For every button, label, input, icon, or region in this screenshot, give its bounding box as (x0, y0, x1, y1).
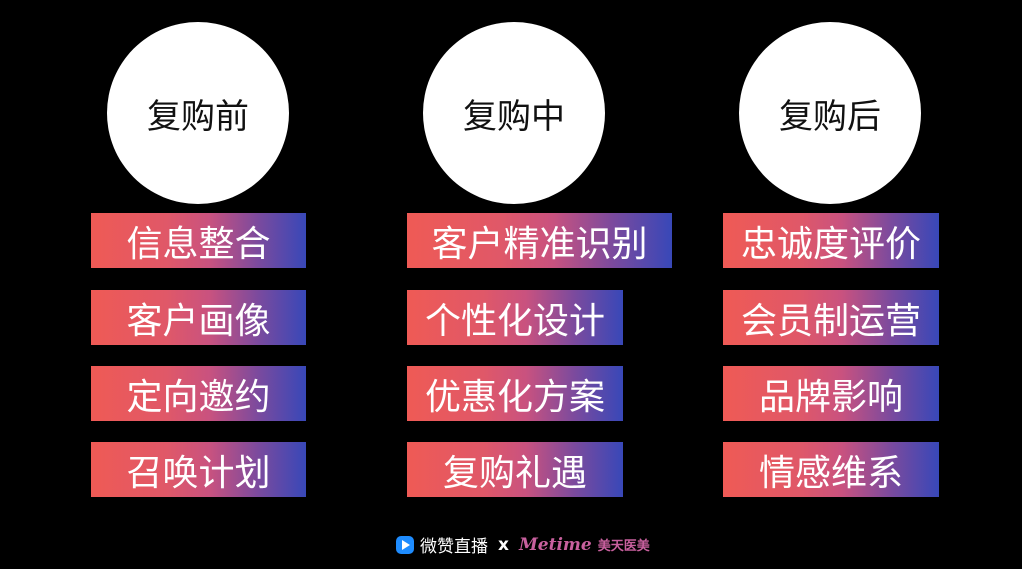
stage-circle-after: 复购后 (739, 22, 921, 204)
tag-item: 复购礼遇 (407, 442, 623, 497)
stage-circle-before: 复购前 (107, 22, 289, 204)
footer-logos: 微赞直播 x Metime 美天医美 (396, 532, 650, 557)
tag-item: 定向邀约 (91, 366, 306, 421)
brand-metime: Metime (518, 534, 592, 555)
brand-metime-cn: 美天医美 (597, 539, 650, 554)
tag-item: 情感维系 (723, 442, 939, 497)
tag-item: 信息整合 (91, 213, 306, 268)
separator: x (498, 534, 509, 555)
tag-item: 客户画像 (91, 290, 306, 345)
stage-circle-during: 复购中 (423, 22, 605, 204)
tag-item: 优惠化方案 (407, 366, 623, 421)
tag-item: 品牌影响 (723, 366, 939, 421)
tag-item: 个性化设计 (407, 290, 623, 345)
tag-item: 忠诚度评价 (723, 213, 939, 268)
play-logo-icon (396, 535, 414, 554)
brand-weizan: 微赞直播 (420, 537, 488, 557)
tag-item: 召唤计划 (91, 442, 306, 497)
tag-item: 客户精准识别 (407, 213, 672, 268)
tag-item: 会员制运营 (723, 290, 939, 345)
